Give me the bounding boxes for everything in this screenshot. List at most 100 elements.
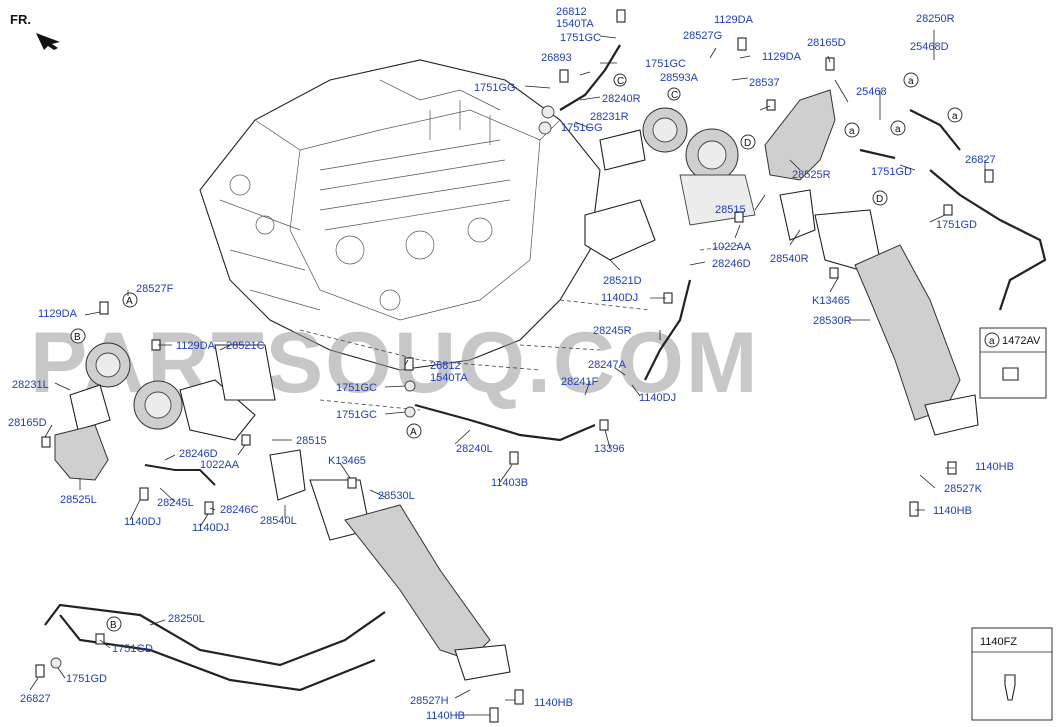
label-1140dj-c: 1140DJ: [124, 516, 161, 528]
label-1751gd-d: 1751GD: [66, 673, 107, 685]
label-28240l: 28240L: [456, 443, 493, 455]
label-1751gc-b: 1751GC: [645, 58, 686, 70]
label-1140dj-b: 1140DJ: [639, 392, 676, 404]
label-1751gg-a: 1751GG: [474, 82, 516, 94]
label-1751gc-d: 1751GC: [336, 409, 377, 421]
svg-text:a: a: [895, 124, 901, 135]
svg-text:B: B: [110, 620, 117, 631]
left-gasket-28540l: [269, 449, 306, 501]
label-28530r: 28530R: [813, 315, 852, 327]
label-1129da-a: 1129DA: [714, 14, 754, 26]
label-28246c: 28246C: [220, 504, 259, 516]
label-1022aa-b: 1022AA: [200, 459, 240, 471]
leader-lines: [29, 30, 986, 716]
label-28521c: 28521C: [226, 340, 265, 352]
svg-text:a: a: [849, 126, 855, 137]
right-heat-shield: [764, 89, 836, 181]
coolant-pipe-28250l: [44, 603, 386, 667]
left-heat-shield: [54, 424, 109, 481]
svg-text:D: D: [744, 138, 751, 149]
orientation-label: FR.: [10, 12, 31, 27]
label-28246d-b: 28246D: [179, 448, 218, 460]
label-1472av: 1472AV: [1002, 335, 1041, 347]
right-gasket-28521d: [584, 199, 656, 261]
label-28515-a: 28515: [715, 204, 746, 216]
svg-text:A: A: [410, 427, 417, 438]
label-1751gd-a: 1751GD: [871, 166, 912, 178]
front-arrow-icon: [36, 33, 60, 50]
label-1140fz: 1140FZ: [980, 636, 1017, 648]
label-1540ta-top: 1540TA: [556, 18, 594, 30]
coolant-pipe-28250l-lower: [59, 614, 376, 692]
legend-box-1472av: a 1472AV: [979, 327, 1047, 399]
label-k13465-b: K13465: [328, 455, 366, 467]
label-28521d: 28521D: [603, 275, 642, 287]
right-catalytic-converter: [814, 209, 979, 436]
hose-28245l: [144, 464, 216, 486]
label-1751gg-b: 1751GG: [561, 122, 603, 134]
label-28246d-a: 28246D: [712, 258, 751, 270]
label-28540r: 28540R: [770, 253, 809, 265]
label-28165d-a: 28165D: [807, 37, 846, 49]
label-28527g: 28527G: [683, 30, 722, 42]
label-28540l: 28540L: [260, 515, 297, 527]
label-11403b: 11403B: [491, 477, 528, 489]
svg-text:C: C: [671, 90, 678, 101]
label-28527h: 28527H: [410, 695, 449, 707]
label-26893: 26893: [541, 52, 572, 64]
label-25468d: 25468D: [910, 41, 949, 53]
oil-pipe-28240l: [414, 403, 596, 442]
label-26812-top: 26812: [556, 6, 587, 18]
label-28525l: 28525L: [60, 494, 97, 506]
label-26827-a: 26827: [965, 154, 996, 166]
label-28527k: 28527K: [944, 483, 983, 495]
right-gasket-28540r: [779, 189, 816, 241]
legend-box-1140fz: 1140FZ: [971, 627, 1053, 721]
label-28527f: 28527F: [136, 283, 174, 295]
coolant-pipe-25468: [859, 109, 1047, 311]
fasteners: [35, 9, 994, 723]
label-28250r: 28250R: [916, 13, 955, 25]
svg-text:D: D: [876, 194, 883, 205]
label-1751gc-c: 1751GC: [336, 382, 377, 394]
svg-text:A: A: [126, 296, 133, 307]
label-28165d-b: 28165D: [8, 417, 47, 429]
label-1129da-c: 1129DA: [38, 308, 78, 320]
label-28241f: 28241F: [561, 376, 599, 388]
callout-circles: C C D D a a a a A B A B: [70, 72, 963, 632]
label-1751gd-c: 1751GD: [112, 643, 153, 655]
left-turbocharger: [69, 342, 256, 441]
label-1751gd-b: 1751GD: [936, 219, 977, 231]
label-28530l: 28530L: [378, 490, 415, 502]
label-28245l: 28245L: [157, 497, 194, 509]
label-28240r: 28240R: [602, 93, 641, 105]
label-28515-b: 28515: [296, 435, 327, 447]
label-1751gc-a: 1751GC: [560, 32, 601, 44]
engine-block: [199, 59, 601, 371]
pipe-28245r: [644, 279, 692, 381]
label-28231l: 28231L: [12, 379, 49, 391]
part-labels: 26812 1540TA 1751GC 26893 1751GG 1751GC …: [8, 6, 1014, 722]
label-1140hb-d: 1140HB: [426, 710, 465, 722]
label-1022aa-a: 1022AA: [712, 241, 752, 253]
left-catalytic-converter: [309, 479, 511, 681]
label-1140hb-c: 1140HB: [534, 697, 573, 709]
label-1129da-b: 1129DA: [762, 51, 802, 63]
label-28250l: 28250L: [168, 613, 205, 625]
guide-lines: [299, 244, 741, 411]
svg-text:a: a: [989, 336, 995, 347]
label-28245r: 28245R: [593, 325, 632, 337]
label-26827-b: 26827: [20, 693, 51, 705]
label-1129da-d: 1129DA: [176, 340, 216, 352]
label-28525r: 28525R: [792, 169, 831, 181]
label-28593a: 28593A: [660, 72, 699, 84]
oil-pipe-28240r: [559, 44, 621, 111]
label-1140dj-d: 1140DJ: [192, 522, 229, 534]
svg-text:a: a: [952, 111, 958, 122]
label-28231r: 28231R: [590, 111, 629, 123]
label-1140hb-a: 1140HB: [975, 461, 1014, 473]
svg-text:B: B: [74, 332, 81, 343]
label-1140dj-a: 1140DJ: [601, 292, 638, 304]
label-1140hb-b: 1140HB: [933, 505, 972, 517]
